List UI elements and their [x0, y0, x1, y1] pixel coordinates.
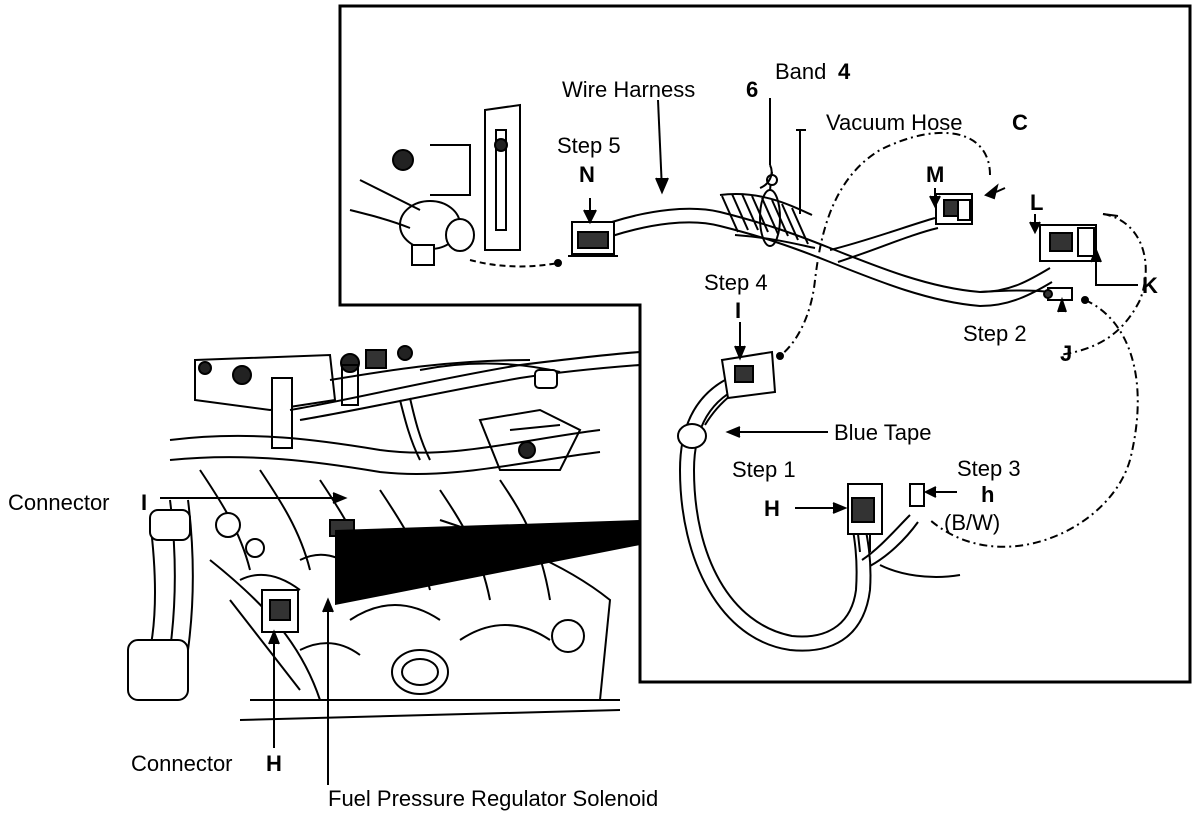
label-step1: Step 1: [732, 457, 796, 482]
label-step5: Step 5: [557, 133, 621, 158]
label-step2: Step 2: [963, 321, 1027, 346]
label-connector-m: M: [926, 162, 944, 187]
label-connector-h-word: Connector: [131, 751, 233, 776]
label-connector-i-detail: I: [735, 298, 741, 323]
label-band-word: Band: [775, 59, 826, 84]
label-connector-i-letter: I: [141, 490, 147, 515]
label-connector-k: K: [1142, 273, 1158, 298]
label-step3: Step 3: [957, 456, 1021, 481]
harness-detail: [349, 103, 1147, 652]
leader-lines: [160, 98, 1138, 785]
label-connector-h-detail: H: [764, 496, 780, 521]
labels: Wire Harness Band 4 6 Vacuum Hose C Step…: [8, 59, 1158, 811]
label-fuel-regulator: Fuel Pressure Regulator Solenoid: [328, 786, 658, 811]
label-blue-tape: Blue Tape: [834, 420, 931, 445]
label-wire-h: h: [981, 482, 994, 507]
label-connector-h-letter: H: [266, 751, 282, 776]
label-band-sub: 6: [746, 77, 758, 102]
label-connector-n: N: [579, 162, 595, 187]
label-wire-harness: Wire Harness: [562, 77, 695, 102]
label-connector-l: L: [1030, 190, 1043, 215]
label-band-number: 4: [838, 59, 851, 84]
label-connector-j: J: [1060, 341, 1072, 366]
zoom-wedge: [335, 520, 640, 605]
label-connector-i-word: Connector: [8, 490, 110, 515]
label-vacuum-letter: C: [1012, 110, 1028, 135]
label-step4: Step 4: [704, 270, 768, 295]
detail-frame: [338, 4, 1192, 684]
engine-illustration: [127, 345, 641, 721]
label-vacuum-hose: Vacuum Hose: [826, 110, 963, 135]
label-bw: (B/W): [944, 510, 1000, 535]
